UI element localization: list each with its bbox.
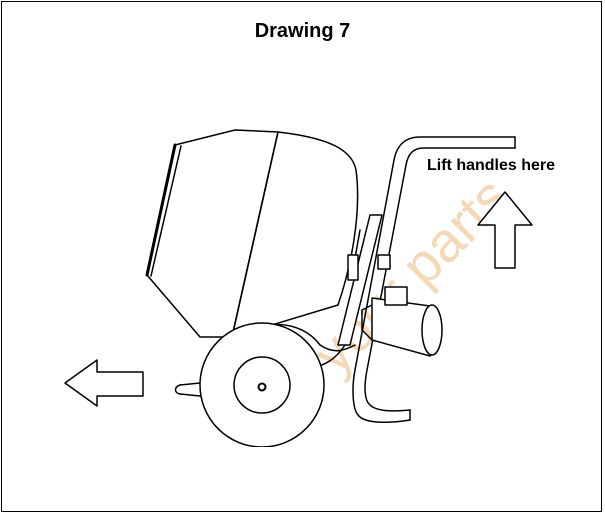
wheel-assembly <box>174 322 330 455</box>
arrow-left-icon <box>64 359 144 407</box>
lift-handles-label: Lift handles here <box>427 157 556 174</box>
handle-frame <box>352 136 516 424</box>
mixer-drum <box>145 129 359 338</box>
motor-unit <box>361 286 443 357</box>
diagram-title: Drawing 7 <box>254 20 351 42</box>
mounting-bracket <box>337 214 391 346</box>
arrow-up-icon <box>477 191 533 269</box>
